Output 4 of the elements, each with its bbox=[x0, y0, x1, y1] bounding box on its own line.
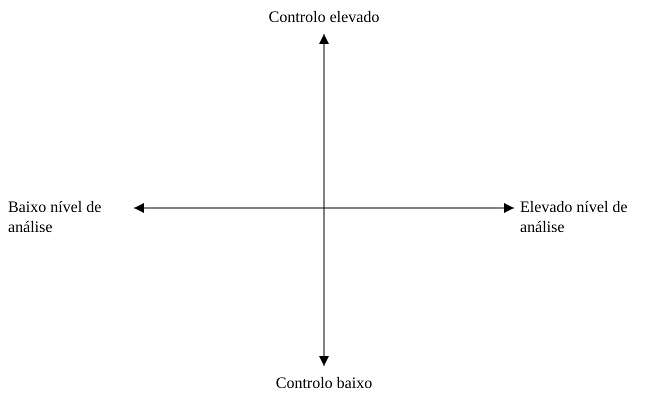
axis-label: Controlo elevado bbox=[268, 8, 380, 28]
axis-label: Baixo nível de análise bbox=[8, 198, 102, 238]
axis-label: Controlo baixo bbox=[274, 374, 374, 394]
axis-label: Elevado nível de análise bbox=[520, 198, 629, 238]
